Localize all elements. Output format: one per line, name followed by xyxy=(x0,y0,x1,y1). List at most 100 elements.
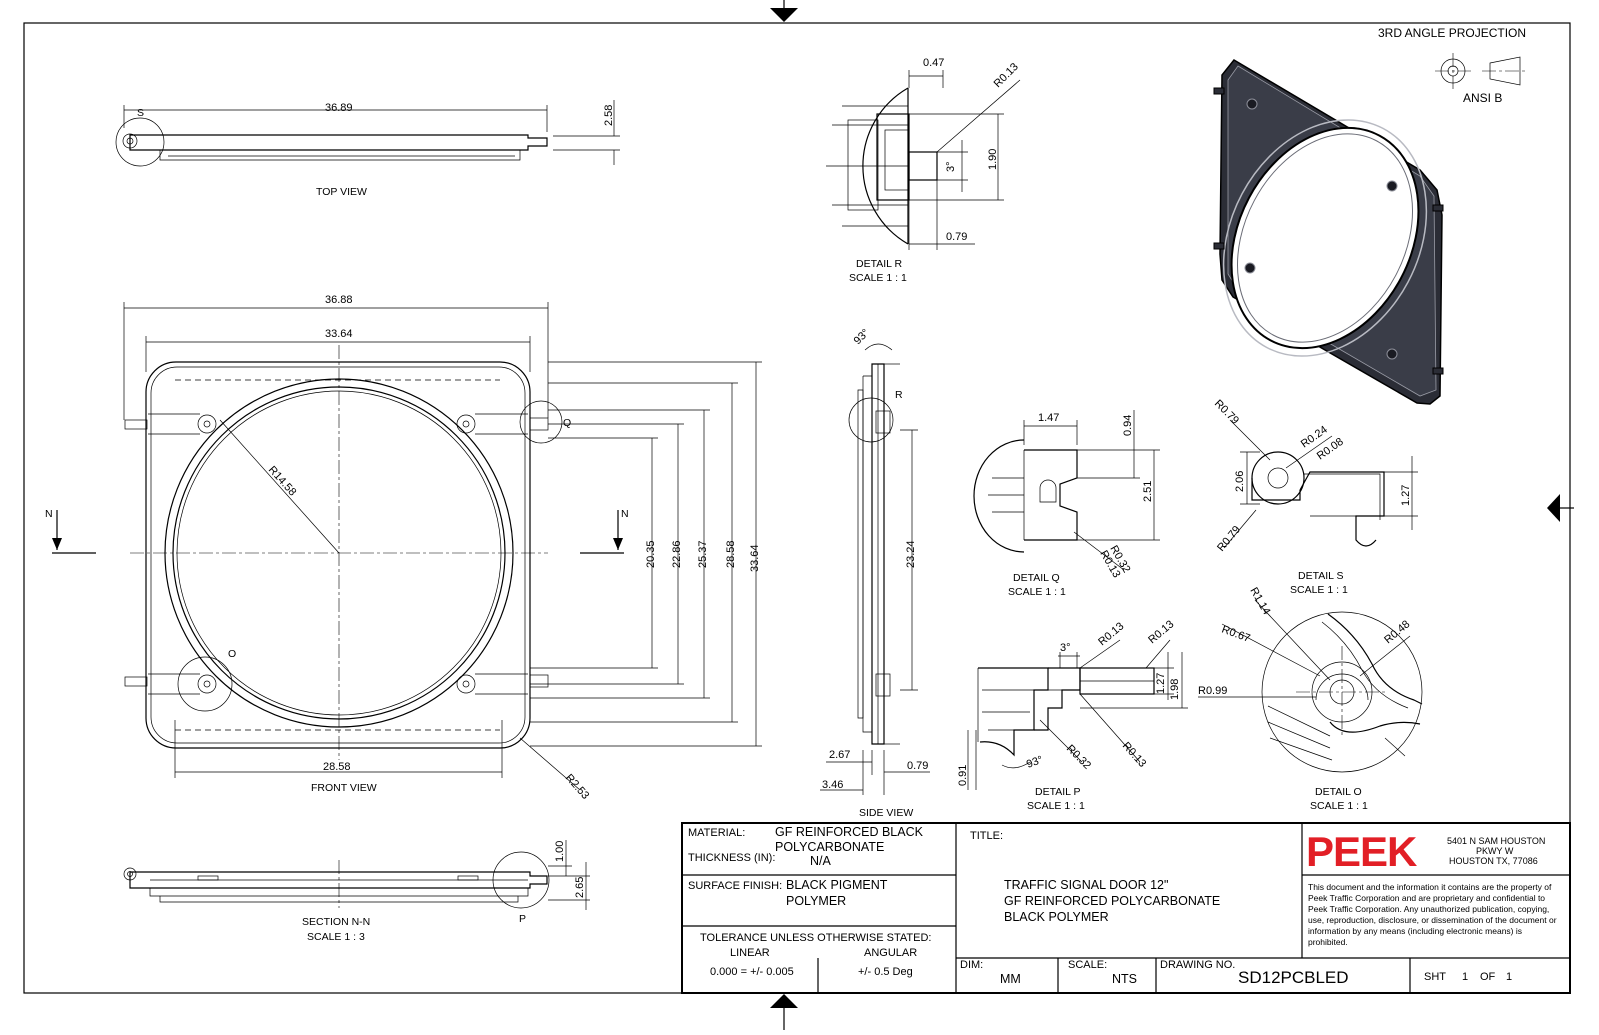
detail-p-dim-1: 3° xyxy=(1060,642,1071,654)
projection-symbol xyxy=(1435,53,1528,89)
top-dim-width: 36.89 xyxy=(325,102,353,114)
top-center-arrow xyxy=(770,8,798,22)
front-dim-v3: 25.37 xyxy=(697,540,709,568)
detail-q-dim-1: 1.47 xyxy=(1038,412,1059,424)
sheet-label: SHT xyxy=(1424,971,1446,983)
angular-value: +/- 0.5 Deg xyxy=(858,966,913,978)
detail-o-label: DETAIL O xyxy=(1315,786,1362,798)
sheet-of: OF xyxy=(1480,971,1496,983)
title-label: TITLE: xyxy=(970,830,1003,842)
detail-o-dim-2: R0.67 xyxy=(1220,624,1252,645)
front-callout-q: Q xyxy=(563,417,571,429)
notice-line: prohibited. xyxy=(1308,937,1348,947)
front-dim-radius: R14.58 xyxy=(266,464,299,498)
top-view: S 36.89 2.58 TOP VIEW xyxy=(115,100,620,198)
address-line3: HOUSTON TX, 77086 xyxy=(1449,856,1538,866)
top-view-callout-s: S xyxy=(137,107,144,119)
sheet-total: 1 xyxy=(1506,971,1512,983)
angular-label: ANGULAR xyxy=(864,947,917,959)
dim-value: MM xyxy=(1000,972,1021,986)
scale-label: SCALE: xyxy=(1068,959,1107,971)
detail-r-dim-5: 0.79 xyxy=(946,231,967,243)
linear-label: LINEAR xyxy=(730,947,770,959)
detail-p-dim-2: R0.13 xyxy=(1096,620,1126,648)
detail-r-dim-1: 0.47 xyxy=(923,57,944,69)
detail-p-dim-9: R0.13 xyxy=(1120,740,1149,770)
detail-o-dim-3: R0.48 xyxy=(1382,618,1412,646)
detail-q-dim-3: 2.51 xyxy=(1142,481,1154,502)
detail-q: 1.47 0.94 2.51 R0.32 R0.13 DETAIL Q SCAL… xyxy=(973,410,1160,598)
section-view: P 1.00 2.65 SECTION N-N SCALE 1 : 3 xyxy=(123,840,590,943)
detail-p-dim-5: 1.98 xyxy=(1169,679,1181,700)
detail-s-dim-1: R0.79 xyxy=(1212,398,1241,427)
address-line1: 5401 N SAM HOUSTON xyxy=(1447,836,1545,846)
detail-p-dim-7: 93° xyxy=(1025,754,1045,771)
top-dim-thickness: 2.58 xyxy=(603,105,615,126)
detail-p-dim-3: R0.13 xyxy=(1146,618,1176,646)
bottom-center-arrow xyxy=(770,994,798,1008)
detail-o-dim-1: R1.14 xyxy=(1247,586,1272,617)
detail-p: 3° R0.13 R0.13 1.27 1.98 0.91 93° R0.32 … xyxy=(957,618,1188,812)
finish-label: SURFACE FINISH: xyxy=(688,880,782,892)
material-label: MATERIAL: xyxy=(688,827,745,839)
section-dim-1: 1.00 xyxy=(554,841,566,862)
detail-o-scale: SCALE 1 : 1 xyxy=(1310,800,1368,812)
address-line2: PKWY W xyxy=(1476,846,1514,856)
front-dim-v1: 20.35 xyxy=(645,540,657,568)
material-value-line2: POLYCARBONATE xyxy=(775,840,884,854)
front-dim-v2: 22.86 xyxy=(671,540,683,568)
detail-r-label: DETAIL R xyxy=(856,258,903,270)
detail-r-scale: SCALE 1 : 1 xyxy=(849,272,907,284)
detail-s-scale: SCALE 1 : 1 xyxy=(1290,584,1348,596)
render-opening xyxy=(1230,126,1420,350)
side-view: R 23.24 93° 2.67 0.79 3.46 SIDE VIEW xyxy=(820,327,930,819)
linear-value: 0.000 = +/- 0.005 xyxy=(710,966,794,978)
detail-o: R1.14 R0.67 R0.48 R0.99 DETAIL O SCALE 1… xyxy=(1198,586,1423,812)
detail-s-dim-5: 1.27 xyxy=(1400,485,1412,506)
detail-r-dim-2: R0.13 xyxy=(992,61,1021,90)
section-marker-right: N xyxy=(621,508,629,520)
projection-standard: ANSI B xyxy=(1463,91,1502,105)
tolerance-heading: TOLERANCE UNLESS OTHERWISE STATED: xyxy=(700,932,931,944)
notice-line: Peek Traffic Corporation and are proprie… xyxy=(1308,893,1545,903)
detail-r-dim-3: 3° xyxy=(945,161,957,172)
finish-value-line1: BLACK PIGMENT xyxy=(786,878,888,892)
side-dim-height: 23.24 xyxy=(905,540,917,568)
section-view-label: SECTION N-N xyxy=(302,916,370,928)
side-dim-angle: 93° xyxy=(852,327,872,347)
detail-s-dim-6: R0.79 xyxy=(1215,524,1243,554)
isometric-render xyxy=(1213,59,1444,405)
front-dim-v4: 28.58 xyxy=(725,540,737,568)
detail-o-dim-4: R0.99 xyxy=(1198,685,1227,697)
scale-value: NTS xyxy=(1112,972,1137,986)
right-center-arrow xyxy=(1547,494,1560,522)
side-dim-2: 2.67 xyxy=(829,749,850,761)
front-dim-bottom: 28.58 xyxy=(323,761,351,773)
side-dim-4: 3.46 xyxy=(822,779,843,791)
detail-q-dim-2: 0.94 xyxy=(1122,415,1134,436)
front-dim-corner-radius: R2.53 xyxy=(563,772,592,802)
section-callout-p: P xyxy=(519,913,526,925)
side-dim-3: 0.79 xyxy=(907,760,928,772)
detail-p-label: DETAIL P xyxy=(1035,786,1081,798)
title-line2: GF REINFORCED POLYCARBONATE xyxy=(1004,894,1220,908)
title-line3: BLACK POLYMER xyxy=(1004,910,1109,924)
company-logo: PEEK xyxy=(1306,828,1417,875)
front-dim-overall-width: 36.88 xyxy=(325,294,353,306)
finish-value-line2: POLYMER xyxy=(786,894,846,908)
notice-line: This document and the information it con… xyxy=(1308,882,1552,892)
section-dim-2: 2.65 xyxy=(574,877,586,898)
detail-s: R0.79 R0.24 R0.08 2.06 1.27 R0.79 DETAIL… xyxy=(1212,398,1418,596)
drawing-no-label: DRAWING NO. xyxy=(1160,959,1235,971)
detail-p-scale: SCALE 1 : 1 xyxy=(1027,800,1085,812)
dim-label: DIM: xyxy=(960,959,983,971)
thickness-label: THICKNESS (IN): xyxy=(688,852,775,864)
thickness-value: N/A xyxy=(810,854,832,868)
detail-r-dim-4: 1.90 xyxy=(987,149,999,170)
detail-r: 0.47 R0.13 3° 1.90 0.79 DETAIL R SCALE 1… xyxy=(826,57,1021,284)
detail-q-scale: SCALE 1 : 1 xyxy=(1008,586,1066,598)
side-callout-r: R xyxy=(895,389,903,401)
detail-s-dim-4: 2.06 xyxy=(1234,471,1246,492)
detail-p-dim-4: 1.27 xyxy=(1155,673,1167,694)
notice-line: use, reproduction, disclosure, or dissem… xyxy=(1308,915,1557,925)
